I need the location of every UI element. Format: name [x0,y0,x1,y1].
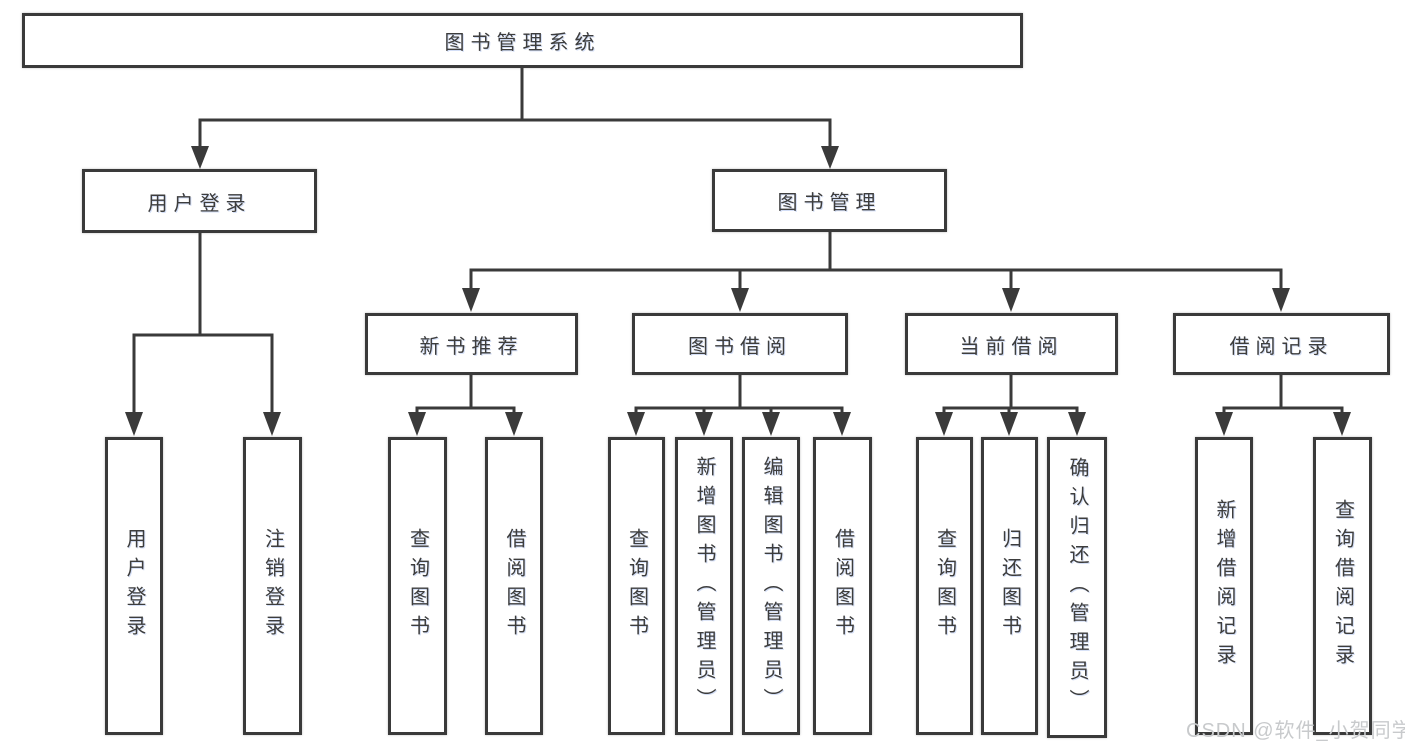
connector-records-bar [1222,375,1344,413]
node-label: 当前借阅 [959,335,1064,358]
connector-newbook-bar [415,375,516,413]
leaf-newbook-borrow-books: 借阅图书 [485,437,543,735]
node-label: 用户登录 [123,528,145,644]
arrowhead-icon [821,146,839,169]
leaf-borrowing-add-books-admin: 新增图书（管理员） [675,437,733,735]
node-label: 图书管理系统 [444,32,601,54]
arrowhead-icon [125,412,143,436]
node-label: 新增图书（管理员） [693,455,715,717]
connector-user-login-bar [132,233,274,413]
arrowhead-icon [191,146,209,169]
node-label: 编辑图书（管理员） [760,455,782,717]
arrowhead-icon [505,412,523,436]
arrowhead-icon [408,412,426,436]
leaf-current-confirm-return-admin: 确认归还（管理员） [1047,437,1107,738]
watermark: CSDN @软件_小贺同学 [1186,720,1405,742]
leaf-borrowing-borrow-books: 借阅图书 [813,437,872,735]
node-label: 用户登录 [147,192,252,215]
leaf-borrowing-edit-books-admin: 编辑图书（管理员） [742,437,800,735]
node-user-login: 用户登录 [82,169,317,233]
arrowhead-icon [731,288,749,312]
arrowhead-icon [833,412,851,436]
node-label: 借阅图书 [503,528,525,644]
leaf-newbook-query-books: 查询图书 [388,437,447,735]
arrowheads [125,146,1351,436]
arrowhead-icon [1272,288,1290,312]
connector-level1-bar [198,118,832,147]
node-label: 查询图书 [406,528,429,644]
leaf-records-query-borrow-record: 查询借阅记录 [1313,437,1372,735]
node-label: 图书借阅 [688,335,792,358]
arrowhead-icon [462,288,480,312]
arrowhead-icon [1068,412,1086,436]
leaf-borrowing-query-books: 查询图书 [608,437,665,735]
node-label: 确认归还（管理员） [1066,457,1088,718]
node-book-management: 图书管理 [712,169,947,232]
arrowhead-icon [1002,288,1020,312]
arrowhead-icon [1215,412,1233,436]
leaf-user-login: 用户登录 [105,437,163,735]
arrowhead-icon [1000,412,1018,436]
arrowhead-icon [1333,412,1351,436]
node-borrowing-records: 借阅记录 [1173,313,1390,375]
arrowhead-icon [935,412,953,436]
node-label: 图书管理 [777,192,882,214]
node-label: 新书推荐 [419,335,524,358]
node-label: 查询借阅记录 [1331,499,1354,673]
node-label: 查询图书 [625,528,648,644]
arrowhead-icon [762,412,780,436]
connector-level2-bar [469,232,1283,290]
leaf-current-query-books: 查询图书 [916,437,973,735]
node-library-management-system: 图书管理系统 [22,13,1023,68]
node-label: 查询图书 [933,528,956,644]
node-label: 归还图书 [998,528,1021,644]
arrowhead-icon [695,412,713,436]
connector-current-bar [942,375,1079,413]
node-label: 注销登录 [261,528,284,644]
node-label: 借阅记录 [1229,335,1334,358]
leaf-records-add-borrow-record: 新增借阅记录 [1195,437,1253,735]
node-new-book-recommendation: 新书推荐 [365,313,578,375]
leaf-current-return-books: 归还图书 [981,437,1038,735]
arrowhead-icon [263,412,281,436]
node-book-borrowing: 图书借阅 [632,313,848,375]
node-current-borrowing: 当前借阅 [905,313,1118,375]
node-label: 借阅图书 [831,528,854,644]
connector-borrowing-bar [634,375,844,413]
arrowhead-icon [627,412,645,436]
leaf-logout: 注销登录 [243,437,302,735]
node-label: 新增借阅记录 [1213,499,1235,673]
